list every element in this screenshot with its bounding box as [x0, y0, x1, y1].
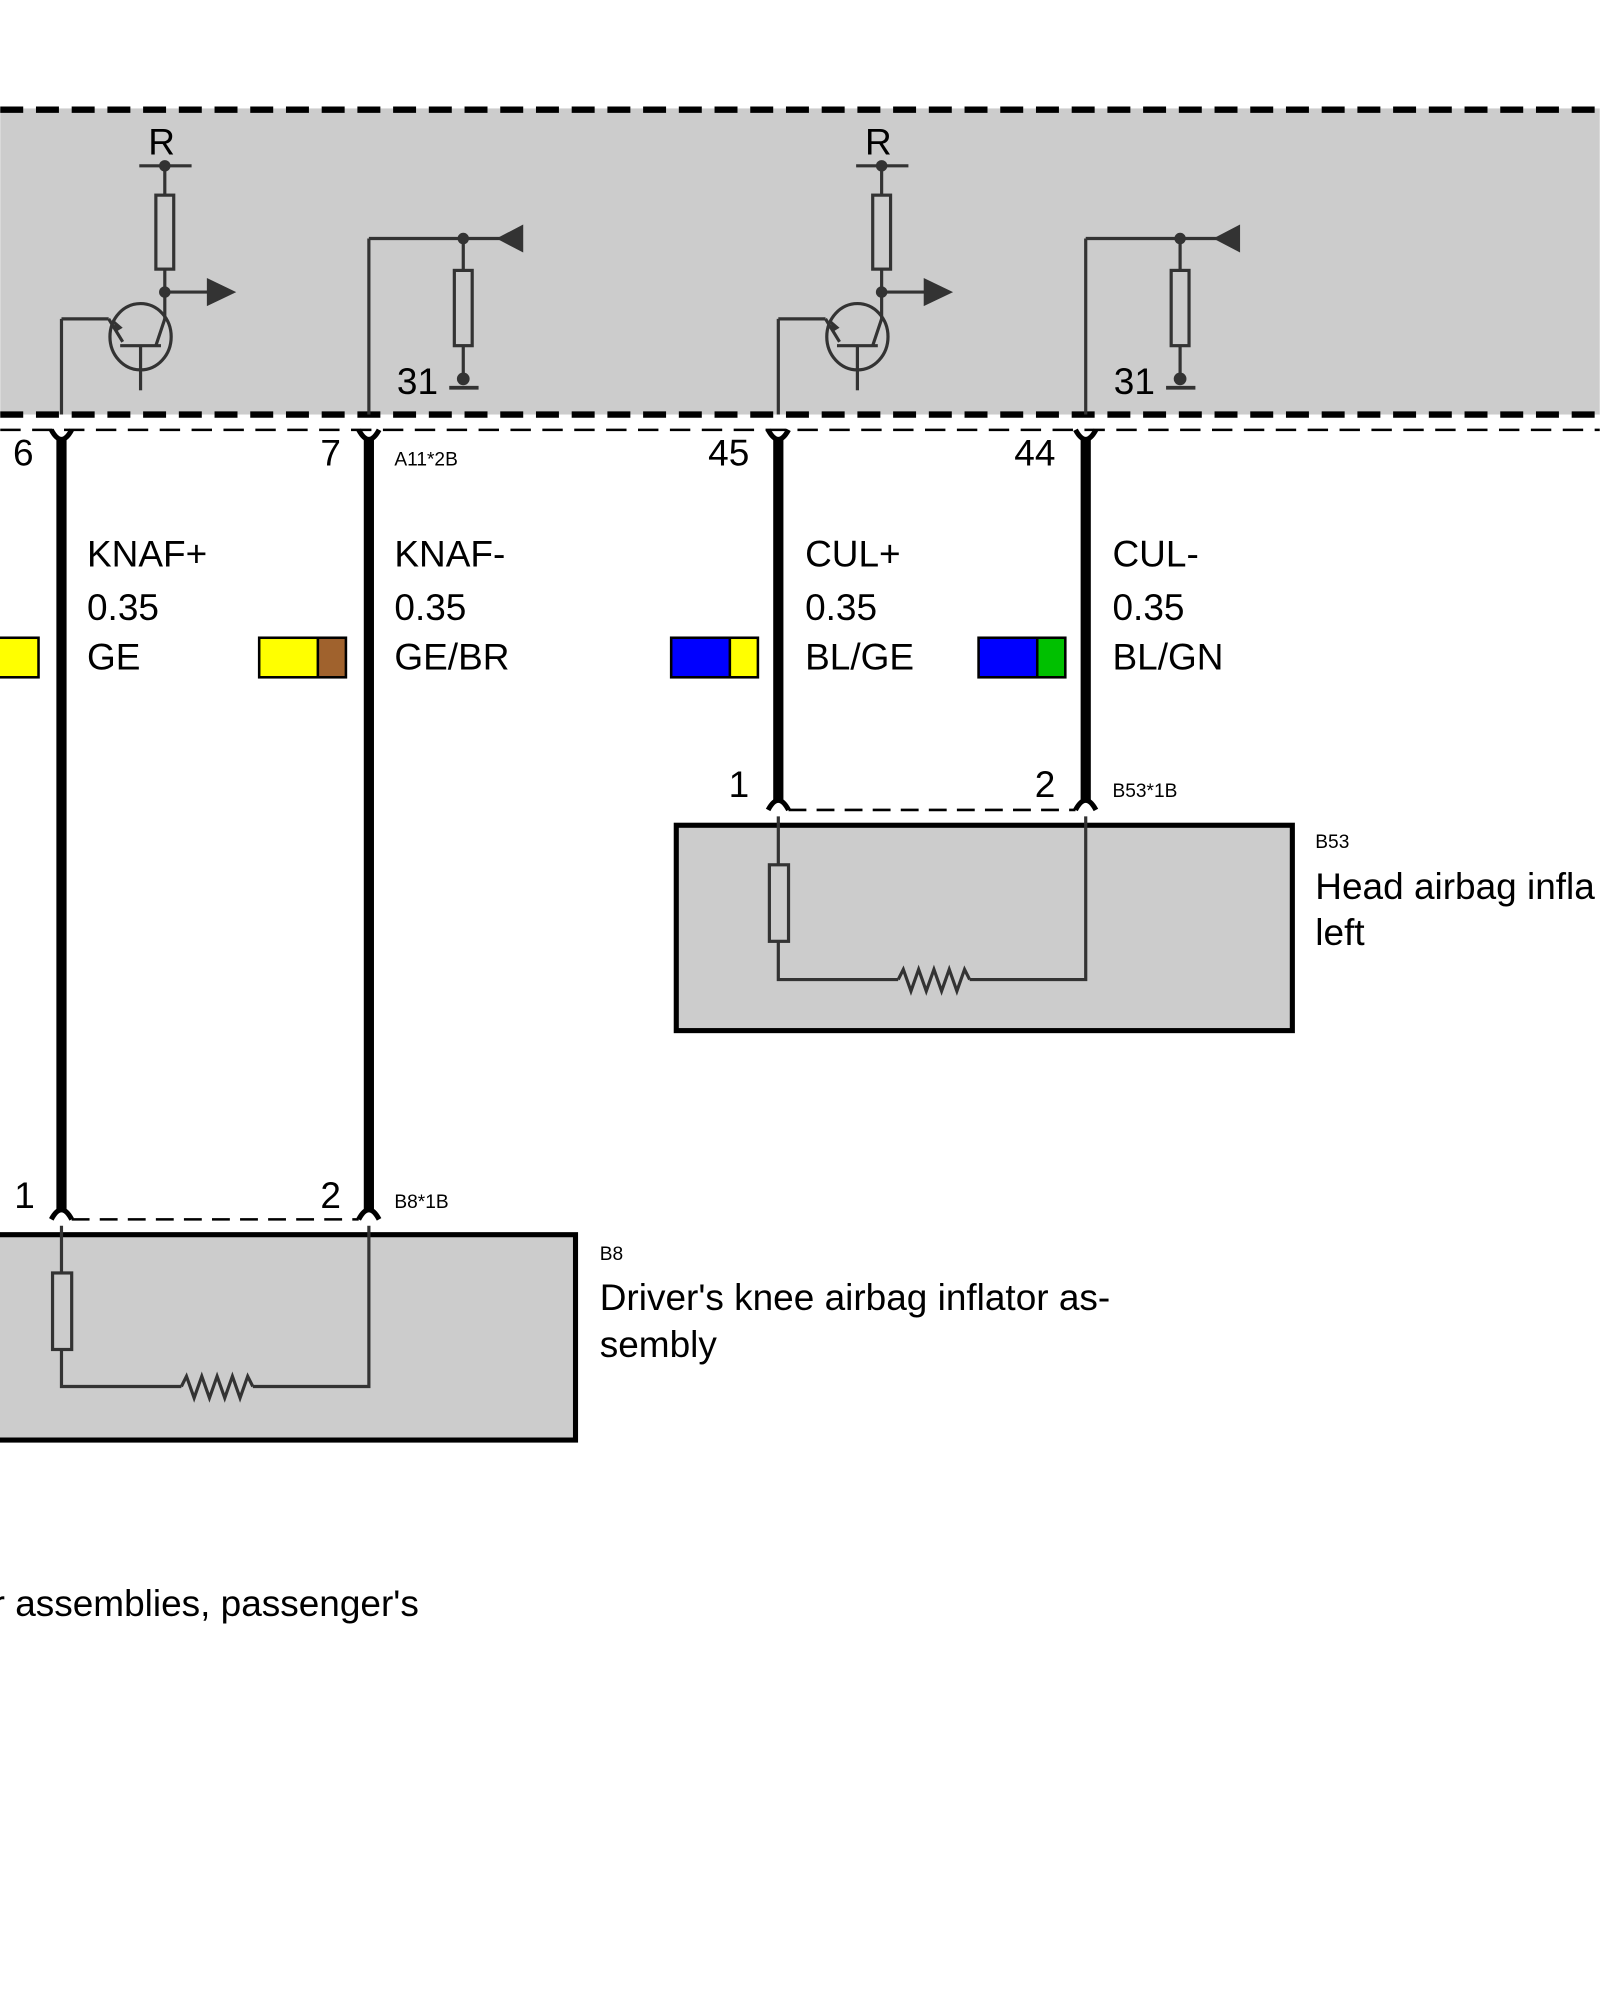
internal-circuit-knaf: R 31 — [59, 121, 524, 415]
component-id: B8 — [600, 1244, 623, 1265]
component-name-line2: sembly — [600, 1324, 718, 1365]
connector-label-a11: A11*2B — [394, 450, 457, 471]
pin-label: 2 — [320, 1175, 341, 1216]
wire-knaf-plus[interactable]: 6 KNAF+ 0.35 GE — [0, 428, 207, 1221]
wire-knaf-minus[interactable]: 7 KNAF- 0.35 GE/BR — [257, 428, 509, 1221]
pin-label: 1 — [729, 764, 750, 805]
ground-icon — [456, 372, 470, 386]
wire-size: 0.35 — [394, 587, 466, 628]
heating-element-icon — [179, 1371, 255, 1403]
heating-element-icon — [896, 964, 972, 996]
connector-label: B53*1B — [1112, 781, 1177, 802]
wire-color-swatch — [0, 636, 40, 679]
component-name: Driver's knee airbag inflator as- — [600, 1277, 1110, 1318]
wire-size: 0.35 — [1112, 587, 1184, 628]
supply-label: R — [865, 121, 892, 162]
input-arrow-icon — [496, 224, 524, 253]
wire-color-code: BL/GE — [805, 637, 914, 678]
internal-circuit-cul: R 31 — [776, 121, 1241, 415]
input-arrow-icon — [1213, 224, 1241, 253]
pin-label: 44 — [1014, 433, 1055, 474]
signal-label: CUL- — [1112, 533, 1198, 574]
pin-label: 7 — [320, 433, 341, 474]
signal-label: KNAF+ — [87, 533, 207, 574]
component-b8[interactable]: 1 2 B8*1B B8 Driver's knee airbag inflat… — [0, 1175, 1110, 1443]
ground-icon — [1173, 372, 1187, 386]
wire-cul-plus[interactable]: 45 CUL+ 0.35 BL/GE — [669, 428, 914, 812]
wire-color-swatch — [669, 636, 760, 679]
wire-color-code: GE/BR — [394, 637, 509, 678]
wire-size: 0.35 — [87, 587, 159, 628]
component-name: Head airbag infla — [1315, 866, 1595, 907]
ground-label: 31 — [1114, 361, 1155, 402]
pin-label: 6 — [13, 433, 34, 474]
signal-label: CUL+ — [805, 533, 901, 574]
output-arrow-icon — [206, 278, 237, 307]
wire-color-code: BL/GN — [1112, 637, 1223, 678]
resistor-icon — [767, 863, 791, 943]
signal-label: KNAF- — [394, 533, 505, 574]
resistor-icon — [50, 1271, 74, 1352]
component-id: B53 — [1315, 832, 1349, 853]
output-arrow-icon — [923, 278, 954, 307]
wire-size: 0.35 — [805, 587, 877, 628]
footer-caption: r assemblies, passenger's — [0, 1583, 419, 1624]
pin-label: 2 — [1035, 764, 1056, 805]
supply-label: R — [148, 121, 175, 162]
pin-label: 1 — [14, 1175, 35, 1216]
ground-label: 31 — [397, 361, 438, 402]
wire-color-swatch — [977, 636, 1067, 679]
wire-cul-minus[interactable]: 44 CUL- 0.35 BL/GN — [977, 428, 1224, 812]
connector-label: B8*1B — [394, 1192, 448, 1213]
component-name-line2: left — [1315, 912, 1364, 953]
pin-label: 45 — [708, 433, 749, 474]
wire-color-code: GE — [87, 637, 140, 678]
wire-color-swatch — [257, 636, 348, 679]
component-b53[interactable]: 1 2 B53*1B B53 Head airbag infla left — [673, 764, 1595, 1034]
control-unit-a11 — [0, 106, 1600, 432]
